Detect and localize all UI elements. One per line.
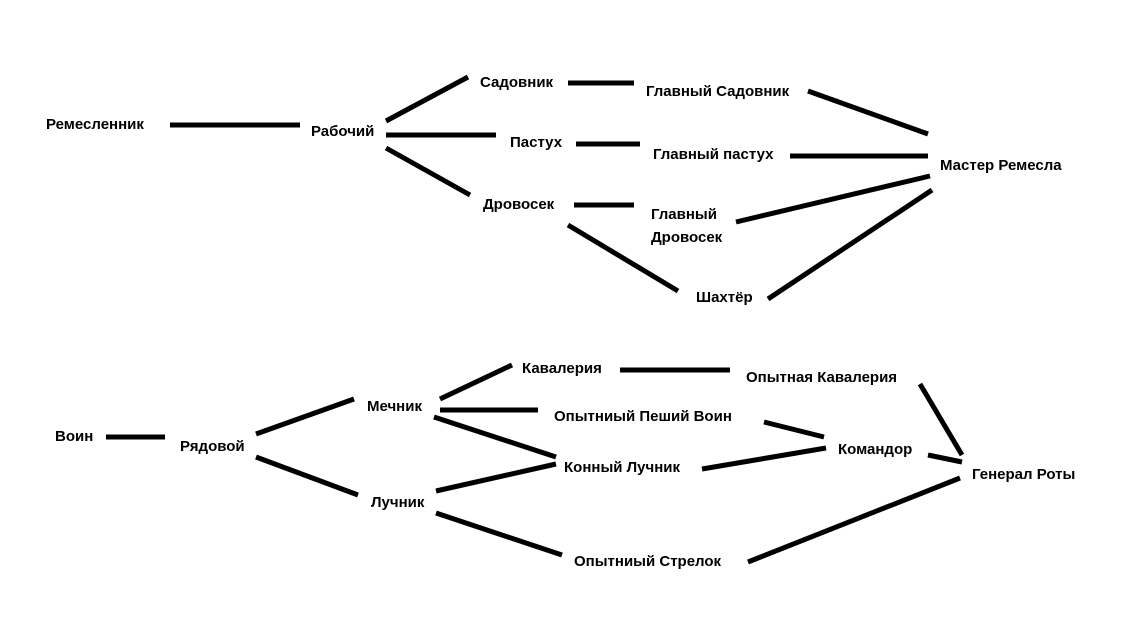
edge-opytny-peshiy-komandor <box>763 419 825 440</box>
node-opytny-strelok: Опытниый Стрелок <box>574 553 722 570</box>
edge-ryadovoy-mechnik <box>255 396 355 437</box>
node-opytny-peshiy-voin: Опытниый Пеший Воин <box>554 408 732 425</box>
edge-ryadovoy-luchnik <box>255 454 359 498</box>
edge-drovosek-shakhter <box>566 222 680 294</box>
node-ryadovoy: Рядовой <box>180 438 245 455</box>
node-glavny-pastukh: Главный пастух <box>653 146 774 163</box>
edge-rabochiy-drovosek <box>384 145 472 198</box>
node-remeslennik: Ремесленник <box>46 116 144 133</box>
edge-mechnik-kavaleriya <box>438 362 514 402</box>
node-pastukh: Пастух <box>510 134 563 151</box>
edge-shakhter-master <box>766 187 934 302</box>
node-luchnik: Лучник <box>371 494 425 511</box>
edge-rabochiy-sadovnik <box>384 74 470 124</box>
node-rabochiy: Рабочий <box>311 123 375 140</box>
node-sadovnik: Садовник <box>480 74 554 91</box>
node-glavny-drovosek: Главный Дровосек <box>651 203 722 249</box>
node-glavny-sadovnik: Главный Садовник <box>646 83 790 100</box>
edge-opytny-strelok-general <box>747 475 961 565</box>
node-general-roty: Генерал Роты <box>972 466 1076 483</box>
node-master-remesla: Мастер Ремесла <box>940 157 1062 174</box>
node-glavny-drovosek-line1: Главный <box>651 206 717 223</box>
node-konny-luchnik: Конный Лучник <box>564 459 681 476</box>
node-opytnaya-kavaleriya: Опытная Кавалерия <box>746 369 898 386</box>
node-shakhter: Шахтёр <box>696 289 753 306</box>
edge-mechnik-konny-luchnik <box>433 414 557 460</box>
node-kavaleriya: Кавалерия <box>522 360 602 377</box>
node-mechnik: Мечник <box>367 398 422 415</box>
edge-glavny-drovosek-master <box>735 173 931 225</box>
edge-komandor-general <box>927 452 963 465</box>
edge-glavny-sadovnik-master <box>807 88 929 137</box>
node-drovosek: Дровосек <box>483 196 555 213</box>
node-komandor: Командор <box>838 441 913 458</box>
edge-opytnaya-kavaleriya-general <box>917 382 965 457</box>
node-voin: Воин <box>55 428 94 445</box>
edge-konny-luchnik-komandor <box>701 445 827 472</box>
edge-luchnik-opytny-strelok <box>435 510 563 558</box>
edge-luchnik-konny-luchnik <box>435 461 557 494</box>
node-glavny-drovosek-line2: Дровосек <box>651 229 723 246</box>
